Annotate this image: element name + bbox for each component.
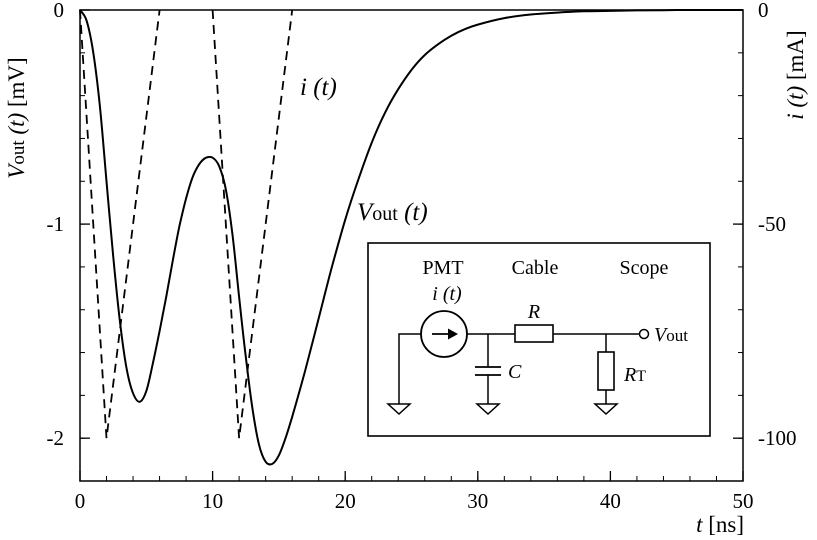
termination-resistor-icon bbox=[597, 351, 615, 391]
capacitor-icon bbox=[475, 366, 501, 376]
x-axis-label: t [ns] bbox=[696, 512, 744, 537]
series-current-line bbox=[79, 9, 161, 439]
x-tick-label: 30 bbox=[467, 489, 488, 513]
circuit-wires bbox=[398, 333, 639, 404]
x-tick-label: 0 bbox=[75, 489, 86, 513]
y-axis-right-label: i (t) [mA] bbox=[783, 30, 808, 119]
y-axis-left-label: Vout (t) [mV] bbox=[4, 57, 29, 178]
cable-resistor-label: R bbox=[527, 301, 540, 323]
y-left-tick-label: -1 bbox=[47, 212, 65, 236]
x-tick-label: 40 bbox=[600, 489, 621, 513]
inset-heading-scope: Scope bbox=[620, 257, 669, 279]
x-tick-label: 10 bbox=[202, 489, 223, 513]
current-source-icon bbox=[420, 310, 468, 358]
plot-frame bbox=[79, 9, 744, 482]
cable-resistor-icon bbox=[514, 324, 554, 343]
ground-icon bbox=[386, 403, 619, 416]
x-tick-label: 50 bbox=[733, 489, 754, 513]
inset-source-label: i (t) bbox=[432, 283, 462, 305]
output-label: Vout bbox=[654, 324, 688, 346]
series-current-line bbox=[211, 9, 294, 439]
y-right-tick-label: 0 bbox=[758, 0, 769, 22]
x-tick-label: 20 bbox=[335, 489, 356, 513]
inset-heading-pmt: PMT bbox=[422, 257, 463, 279]
y-left-tick-label: -2 bbox=[47, 426, 65, 450]
series-layer bbox=[79, 9, 743, 466]
output-terminal-icon bbox=[638, 328, 650, 340]
y-right-tick-label: -100 bbox=[758, 426, 797, 450]
axes-layer: 0 10 20 30 40 50 0 -1 -2 0 -50 -100 bbox=[47, 0, 797, 513]
series-voltage-line bbox=[79, 9, 743, 466]
inset-heading-cable: Cable bbox=[512, 257, 559, 279]
y-left-tick-label: 0 bbox=[54, 0, 65, 22]
series-label-current: i (t) bbox=[300, 74, 337, 101]
capacitor-label: C bbox=[508, 361, 522, 383]
termination-resistor-label: RT bbox=[623, 364, 646, 386]
circuit-inset: PMT Cable Scope i (t) R C RT Vout bbox=[367, 242, 711, 437]
y-right-tick-label: -50 bbox=[758, 212, 786, 236]
series-label-voltage: Vout (t) bbox=[357, 199, 428, 226]
